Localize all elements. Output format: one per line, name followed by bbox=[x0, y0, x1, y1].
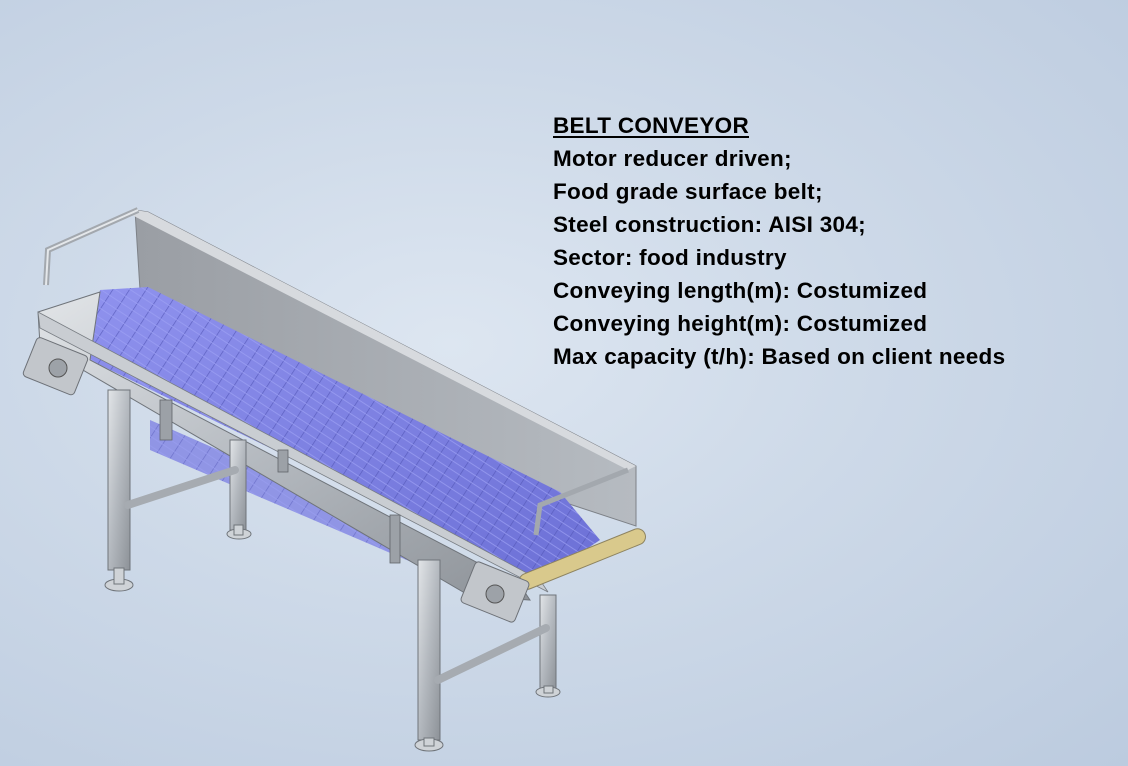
spec-title: BELT CONVEYOR bbox=[553, 113, 749, 138]
spec-line: Conveying length(m): Costumized bbox=[553, 278, 928, 303]
legs bbox=[107, 389, 557, 741]
guard-rail bbox=[43, 207, 140, 286]
drive-unit-right bbox=[460, 561, 530, 623]
feet bbox=[104, 524, 561, 752]
spec-line: Steel construction: AISI 304; bbox=[553, 212, 866, 237]
spec-line: Motor reducer driven; bbox=[553, 146, 792, 171]
rail-brackets bbox=[159, 399, 401, 564]
spec-line: Food grade surface belt; bbox=[553, 179, 823, 204]
spec-line: Conveying height(m): Costumized bbox=[553, 311, 928, 336]
spec-line: Sector: food industry bbox=[553, 245, 787, 270]
cross-braces bbox=[124, 466, 550, 684]
drive-unit-left bbox=[22, 337, 89, 396]
spec-list: BELT CONVEYOR Motor reducer driven; Food… bbox=[553, 109, 1123, 373]
spec-line: Max capacity (t/h): Based on client need… bbox=[553, 344, 1006, 369]
